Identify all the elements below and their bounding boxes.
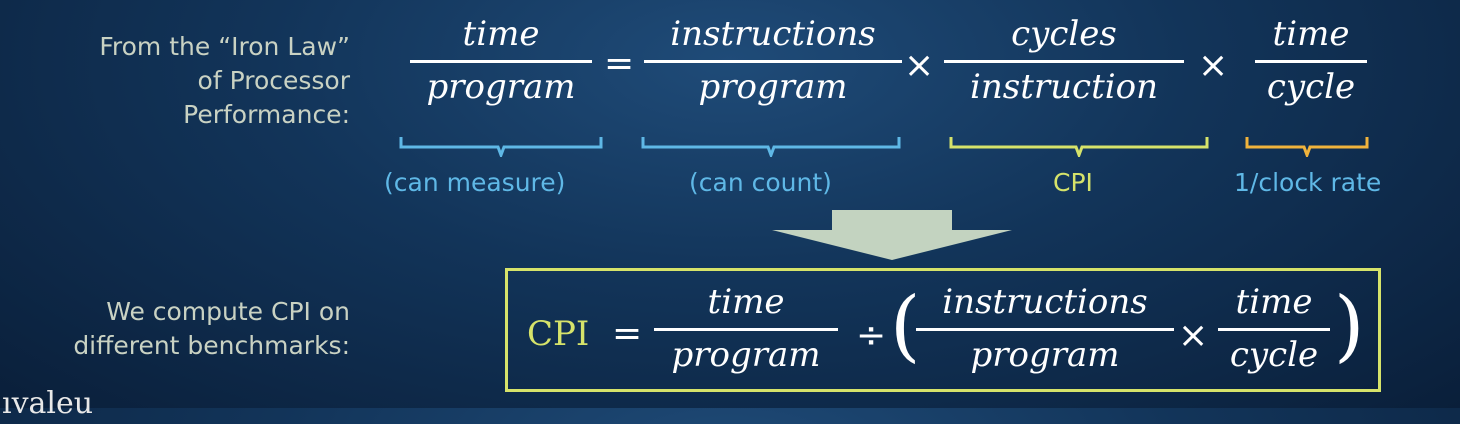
term1-fraction-bar bbox=[644, 60, 902, 63]
cpi-time-per-cycle-fraction: time cycle bbox=[1218, 282, 1330, 375]
term3-denominator: cycle bbox=[1266, 67, 1356, 107]
cpi-formula-box bbox=[505, 268, 1381, 392]
cpi-f2-numerator: instructions bbox=[942, 282, 1148, 322]
term3-fraction-bar bbox=[1255, 60, 1367, 63]
cpi-benchmarks-label: We compute CPI on different benchmarks: bbox=[73, 297, 350, 360]
cpi-times-sign: × bbox=[1178, 315, 1209, 356]
cpi-time-per-program-fraction: time program bbox=[654, 282, 838, 375]
iron-law-label: From the “Iron Law” of Processor Perform… bbox=[99, 32, 350, 129]
instructions-per-program-fraction: instructions program bbox=[644, 14, 902, 107]
cpi-f1-denominator: program bbox=[671, 335, 821, 375]
term2-brace bbox=[949, 137, 1209, 157]
cpi-symbol: CPI bbox=[527, 314, 590, 354]
term2-numerator: cycles bbox=[1011, 14, 1117, 54]
cpi-f3-numerator: time bbox=[1235, 282, 1313, 322]
term2-denominator: instruction bbox=[970, 67, 1158, 107]
lhs-brace bbox=[399, 137, 603, 157]
term1-brace bbox=[641, 137, 901, 157]
clock-rate-caption: 1/clock rate bbox=[1234, 168, 1382, 197]
cpi-f2-denominator: program bbox=[970, 335, 1120, 375]
term1-numerator: instructions bbox=[670, 14, 876, 54]
lhs-fraction-bar bbox=[410, 60, 592, 63]
cpi-equals-sign: = bbox=[612, 313, 643, 354]
term1-denominator: program bbox=[698, 67, 848, 107]
time-per-cycle-fraction: time cycle bbox=[1255, 14, 1367, 107]
cpi-f1-numerator: time bbox=[707, 282, 785, 322]
can-measure-caption: (can measure) bbox=[384, 168, 566, 197]
open-paren: ( bbox=[890, 281, 921, 371]
cpi-f1-bar bbox=[654, 328, 838, 331]
clipped-bottom-text: ıvaleu bbox=[2, 386, 94, 421]
times-sign-1: × bbox=[904, 45, 935, 86]
cpi-f3-bar bbox=[1218, 328, 1330, 331]
times-sign-2: × bbox=[1198, 45, 1229, 86]
cpi-f2-bar bbox=[916, 328, 1174, 331]
can-count-caption: (can count) bbox=[689, 168, 832, 197]
term3-numerator: time bbox=[1272, 14, 1350, 54]
equals-sign: = bbox=[604, 43, 635, 84]
lhs-numerator: time bbox=[462, 14, 540, 54]
down-arrow-icon bbox=[772, 210, 1012, 260]
term2-fraction-bar bbox=[944, 60, 1184, 63]
cycles-per-instruction-fraction: cycles instruction bbox=[944, 14, 1184, 107]
cpi-instructions-per-program-fraction: instructions program bbox=[916, 282, 1174, 375]
cpi-caption: CPI bbox=[1053, 168, 1093, 197]
cpi-f3-denominator: cycle bbox=[1229, 335, 1319, 375]
close-paren: ) bbox=[1334, 281, 1365, 371]
divide-sign: ÷ bbox=[856, 315, 887, 356]
lhs-denominator: program bbox=[426, 67, 576, 107]
lhs-fraction: time program bbox=[410, 14, 592, 107]
term3-brace bbox=[1245, 137, 1369, 157]
